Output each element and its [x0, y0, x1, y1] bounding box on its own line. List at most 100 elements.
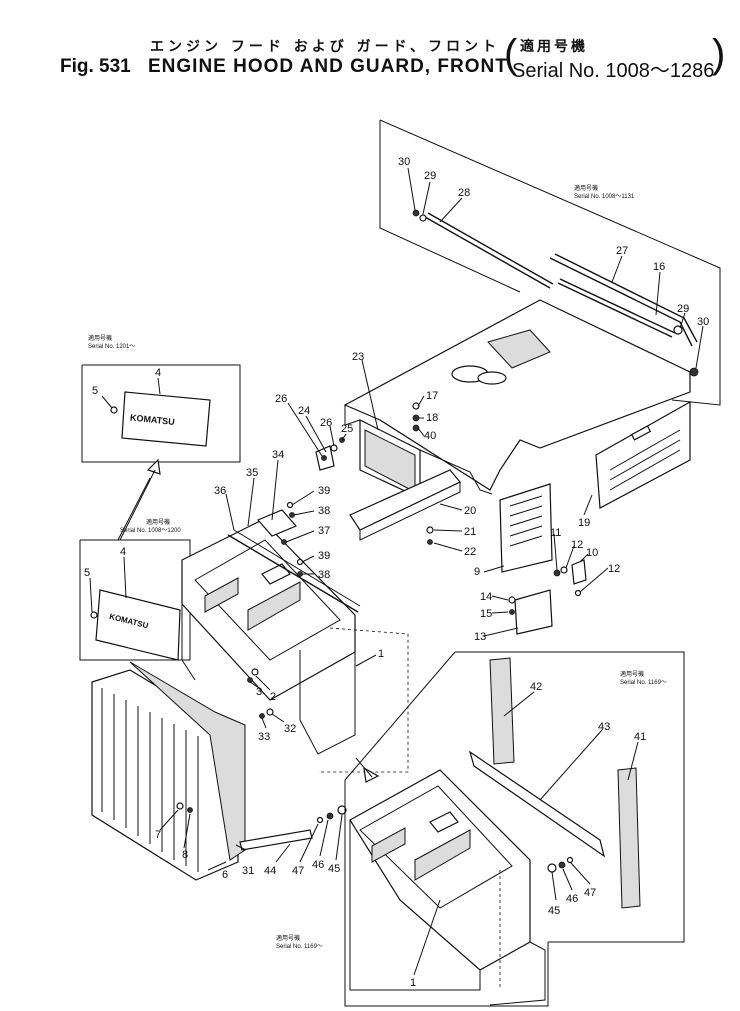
guard-top-opening [261, 563, 291, 585]
washer-46a [326, 812, 334, 820]
bar-43 [468, 750, 605, 858]
lower-guard-right-side [489, 941, 546, 1006]
callout-12: 12 [608, 563, 620, 575]
lower-window-right [414, 829, 471, 881]
guard-right-side [299, 650, 356, 755]
serial-note-4-jp: 適用号機 [620, 670, 644, 678]
callout-10: 10 [586, 547, 598, 559]
callout-5: 5 [84, 567, 90, 579]
hood-lower-edge [419, 449, 493, 495]
callout-4: 4 [155, 367, 161, 379]
serial-note-1-jp: 適用号機 [574, 184, 598, 192]
callout-9: 9 [474, 566, 480, 578]
bracket-left: ( [504, 32, 518, 76]
bracket-20-lip [359, 482, 461, 541]
callout-22: 22 [464, 546, 476, 558]
callout-17: 17 [426, 390, 438, 402]
callout-29: 29 [677, 303, 689, 315]
rod-27 [549, 257, 693, 347]
callout-39: 39 [318, 485, 330, 497]
callout-41: 41 [634, 731, 646, 743]
washer-38a [289, 512, 295, 518]
panel-19-louver-3 [609, 449, 681, 491]
callout-15: 15 [480, 608, 492, 620]
screw-5a [110, 406, 118, 414]
callout-45: 45 [548, 905, 560, 917]
rod-16-edge [559, 278, 676, 334]
rod-27-edge [554, 253, 698, 343]
serial-note-5-jp: 適用号機 [276, 934, 300, 942]
bracket-right: ) [712, 32, 726, 76]
bolt-7 [176, 802, 184, 810]
top-region-outline [379, 119, 721, 406]
serial-note-2: Serial No. 1201～ [88, 344, 135, 350]
rod-28-edge [427, 212, 554, 285]
washer-46b [558, 861, 566, 869]
engine-hood-top [343, 299, 691, 491]
box-serial-1201 [81, 364, 241, 463]
callout-47: 47 [584, 887, 596, 899]
washer-33 [259, 713, 265, 719]
top-region-left-edge [379, 120, 521, 293]
callout-33: 33 [258, 731, 270, 743]
rubber-strip-42 [489, 657, 515, 765]
rod-16 [557, 282, 673, 338]
front-guard-1-lower [349, 769, 531, 971]
panel-9 [499, 483, 553, 573]
callout-7: 7 [155, 829, 161, 841]
arrow-up-shaft [119, 469, 156, 541]
callout-4: 4 [120, 546, 126, 558]
arrow-up-shaft-2 [117, 477, 151, 541]
box-serial-1169-lower [344, 780, 549, 1007]
callout-27: 27 [616, 245, 628, 257]
screw-39b [296, 558, 304, 566]
callout-16: 16 [653, 261, 665, 273]
nut-47a [316, 816, 324, 824]
pin-26a [321, 455, 327, 461]
english-title: ENGINE HOOD AND GUARD, FRONT [148, 56, 508, 77]
serial-note-4: Serial No. 1169～ [620, 680, 667, 686]
serial-note-1: Serial No. 1008～1131 [574, 194, 635, 200]
callout-38: 38 [318, 569, 330, 581]
lower-top-opening [429, 811, 459, 833]
panel-9-slot-5 [509, 535, 543, 547]
hood-vent-cover [487, 329, 551, 369]
callout-45: 45 [328, 863, 340, 875]
panel-19-louver-2 [609, 439, 681, 481]
panel-9-slot-4 [509, 525, 543, 537]
box-serial-1169-right [455, 651, 685, 943]
latch-10 [571, 559, 587, 585]
bolt-17 [412, 402, 420, 410]
nameplate-4b [95, 589, 181, 661]
callout-42: 42 [530, 681, 542, 693]
callout-24: 24 [298, 405, 310, 417]
serial-japanese-label: 適用号機 [520, 39, 588, 55]
callout-23: 23 [352, 351, 364, 363]
callout-26: 26 [320, 417, 332, 429]
callout-28: 28 [458, 187, 470, 199]
callout-40: 40 [424, 430, 436, 442]
washer-22 [427, 539, 433, 545]
callout-46: 46 [566, 893, 578, 905]
washer-15 [509, 609, 515, 615]
nut-12a [560, 566, 568, 574]
leader-lines [89, 167, 704, 976]
box-serial-1169-diag [344, 651, 456, 781]
callout-30: 30 [398, 156, 410, 168]
rod-28 [424, 216, 551, 289]
callout-20: 20 [464, 505, 476, 517]
panel-9-slot-2 [509, 505, 543, 517]
grille-bars [101, 688, 199, 872]
plate-34 [256, 509, 298, 537]
hood-cap-opening-2 [477, 371, 507, 385]
nut-29a [419, 214, 427, 222]
callout-21: 21 [464, 526, 476, 538]
callout-34: 34 [272, 449, 284, 461]
figure-number: Fig. 531 [60, 56, 131, 77]
callout-14: 14 [480, 591, 492, 603]
callout-46: 46 [312, 859, 324, 871]
bolt-45b [547, 863, 557, 873]
callout-35: 35 [246, 467, 258, 479]
panel-19-handle [630, 425, 652, 441]
